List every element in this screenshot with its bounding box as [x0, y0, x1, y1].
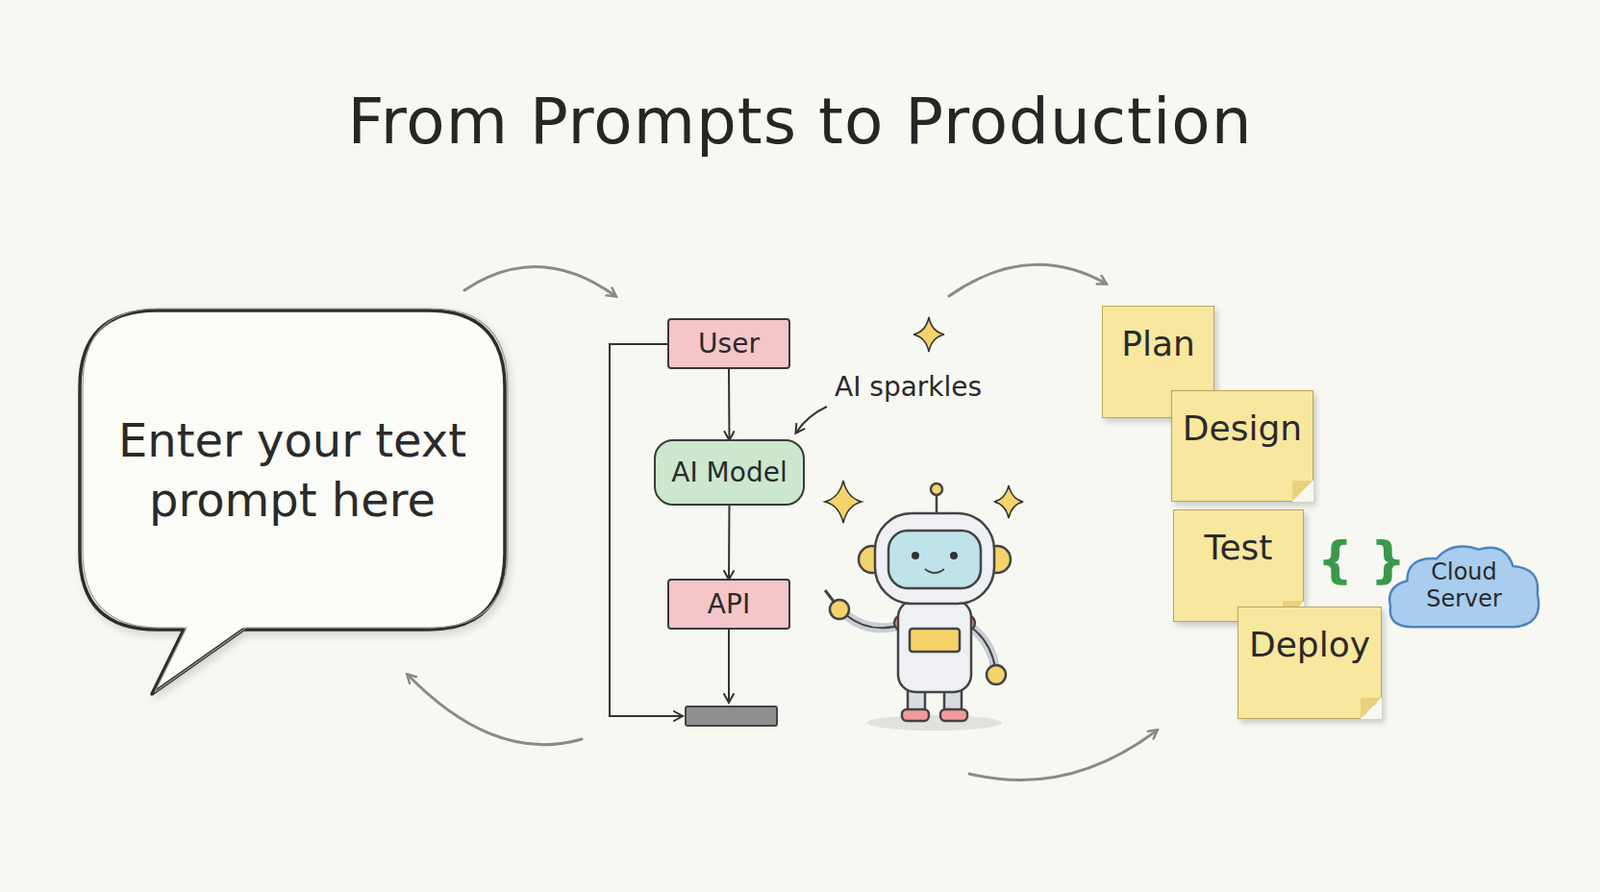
speech-bubble: Enter your text prompt here [79, 310, 505, 630]
node-text: Enter your text prompt here [109, 410, 475, 531]
cloud-shape [1389, 546, 1539, 627]
curved-arrow [949, 264, 1106, 297]
sticky-note: Deploy [1237, 606, 1382, 720]
sticky-note: Design [1171, 390, 1314, 502]
terminal-bar [685, 706, 777, 726]
flow-connector [727, 369, 730, 440]
code-braces: { } [1317, 530, 1406, 589]
process-box: User [667, 318, 791, 370]
curved-arrow [464, 266, 616, 297]
sparkle [825, 317, 1024, 524]
node-text: User [698, 327, 760, 360]
flow-arrow [727, 629, 730, 702]
loop-line [609, 344, 682, 717]
node-text: AI Model [671, 456, 787, 489]
node-text: Deploy [1249, 625, 1371, 665]
bubble-outline [79, 310, 505, 630]
model-box: AI Model [653, 439, 804, 506]
node-text: Plan [1121, 324, 1196, 364]
bubble-sketch [82, 308, 508, 693]
robot-illustration [825, 483, 1011, 731]
callout-label: AI sparkles [834, 371, 982, 403]
curved-arrow [407, 675, 582, 746]
node-text: Test [1204, 527, 1274, 568]
process-box: API [667, 578, 791, 630]
node-text: Design [1182, 408, 1302, 449]
bubble-shape [79, 310, 505, 695]
cloud-node: Cloud Server [1385, 540, 1543, 633]
curved-arrow [969, 730, 1157, 781]
flow-connector [727, 505, 730, 579]
node-text: API [707, 588, 750, 621]
leader-arrow [796, 406, 827, 433]
node-text: Cloud Server [1411, 559, 1518, 613]
sticky-note: Test [1173, 509, 1304, 623]
diagram-title: From Prompts to Production [0, 84, 1600, 159]
